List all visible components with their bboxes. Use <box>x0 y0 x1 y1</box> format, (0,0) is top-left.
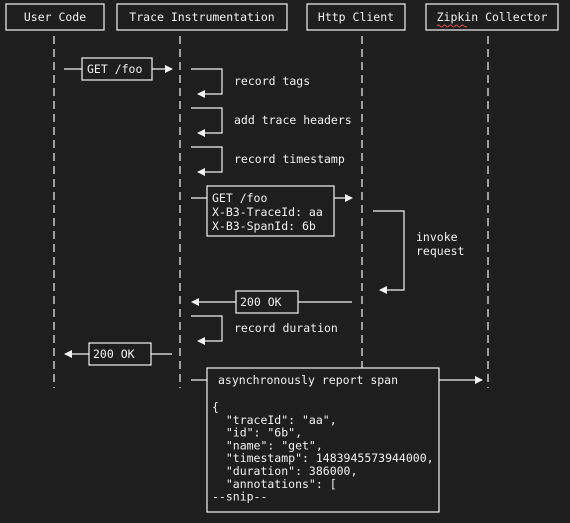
message-200-ok-response: 200 OK <box>191 290 352 314</box>
message-label: 200 OK <box>93 347 135 361</box>
message-label-line: request <box>416 244 464 258</box>
message-label-line: invoke <box>416 230 458 244</box>
span-json-line: "traceId": "aa", <box>212 413 337 427</box>
message-get-foo-request: GET /foo <box>64 57 173 81</box>
message-label: record timestamp <box>234 152 345 166</box>
participant-http-client: Http Client <box>306 3 406 31</box>
span-json-line: --snip-- <box>212 490 267 504</box>
lifelines <box>53 36 489 388</box>
span-json-body: { "traceId": "aa", "id": "6b", "name": "… <box>212 400 434 504</box>
spellcheck-underline <box>436 24 468 28</box>
message-label-line: X-B3-TraceId: aa <box>212 205 323 219</box>
message-report-span: asynchronously report span { "traceId": … <box>191 367 483 513</box>
participant-label: Zipkin Collector <box>437 10 548 24</box>
span-json-line: "id": "6b", <box>212 426 302 440</box>
message-label-line: X-B3-SpanId: 6b <box>212 219 316 233</box>
participant-user-code: User Code <box>5 3 105 31</box>
self-message-record-timestamp: record timestamp <box>191 146 345 176</box>
span-json-line: "annotations": [ <box>212 477 337 491</box>
span-json-line: "name": "get", <box>212 438 323 452</box>
message-label-line: GET /foo <box>212 191 267 205</box>
message-200-ok-to-user: 200 OK <box>64 342 172 366</box>
self-message-record-duration: record duration <box>191 315 338 345</box>
participant-trace-instrumentation: Trace Instrumentation <box>116 3 288 31</box>
span-json-line: "timestamp": 1483945573944000, <box>212 451 434 465</box>
message-label: record tags <box>234 74 310 88</box>
message-label: add trace headers <box>234 113 352 127</box>
message-label: 200 OK <box>240 295 282 309</box>
participant-label: Http Client <box>318 10 394 24</box>
span-json-line: "duration": 386000, <box>212 464 357 478</box>
participant-zipkin-collector: Zipkin Collector <box>425 3 559 31</box>
self-message-invoke-request: invoke request <box>373 210 464 294</box>
message-get-foo-with-headers: GET /foo X-B3-TraceId: aa X-B3-SpanId: 6… <box>191 185 353 237</box>
message-label: record duration <box>234 321 338 335</box>
participant-label: Trace Instrumentation <box>129 10 274 24</box>
message-label: GET /foo <box>87 62 142 76</box>
self-message-add-trace-headers: add trace headers <box>191 107 352 137</box>
message-label: asynchronously report span <box>218 373 398 387</box>
self-message-record-tags: record tags <box>191 68 310 98</box>
span-json-line: { <box>212 400 219 414</box>
participant-label: User Code <box>24 10 86 24</box>
